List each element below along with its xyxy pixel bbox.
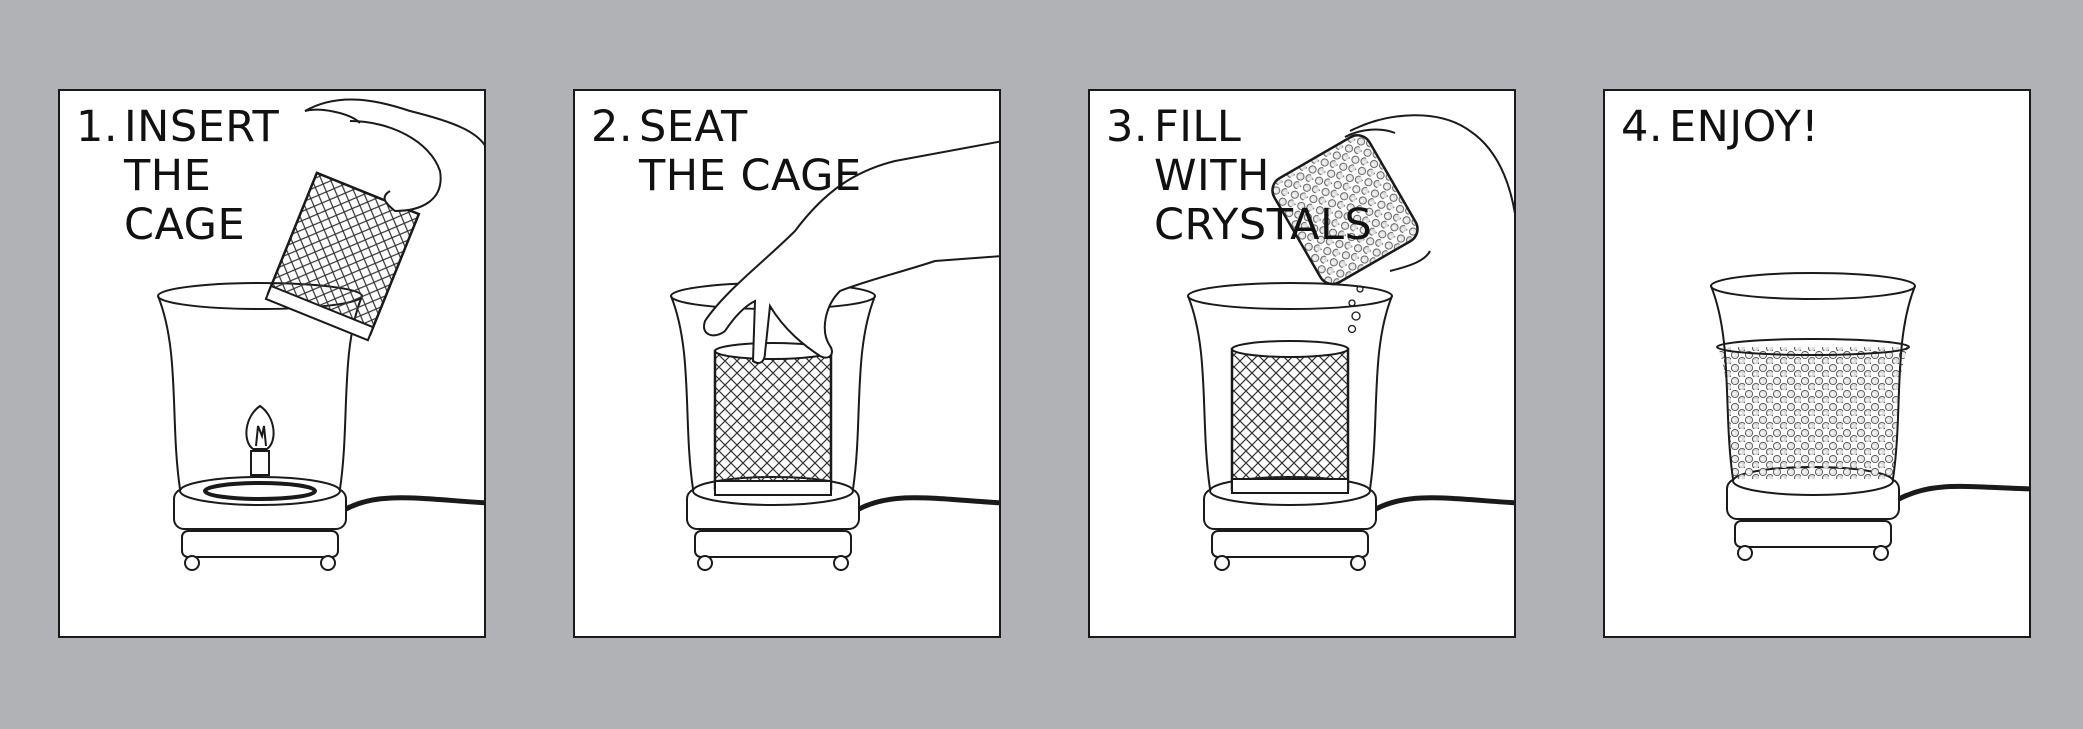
step-text-line: WITH (1154, 151, 1270, 201)
light-bulb-icon (245, 404, 275, 476)
step-text-line: FILL (1154, 102, 1242, 152)
step-2-panel: 2. SEAT THE CAGE (573, 89, 1001, 638)
hand-icon (304, 98, 484, 213)
step-3-panel: 3. FILL WITH CRYSTALS (1088, 89, 1516, 638)
crystal-fill (1718, 347, 1908, 479)
step-text-line: SEAT (639, 102, 748, 152)
step-4-panel: 4. ENJOY! (1603, 89, 2031, 638)
hand-icon (1344, 114, 1514, 272)
glass-vase (1710, 272, 1916, 480)
falling-crystals (1347, 285, 1364, 334)
mesh-cage (264, 171, 421, 342)
step-2-label: 2. SEAT THE CAGE (591, 103, 862, 201)
step-4-label: 4. ENJOY! (1621, 103, 1819, 152)
glass-vase (1187, 282, 1393, 490)
crystal-jar (1271, 134, 1419, 286)
step-number: 1. (76, 102, 119, 152)
step-text-line: CRYSTALS (1154, 200, 1373, 250)
lamp-base (1726, 466, 2029, 561)
lamp-base (173, 476, 484, 571)
step-3-label: 3. FILL WITH CRYSTALS (1106, 103, 1372, 250)
step-text-line: THE CAGE (639, 151, 862, 201)
step-text-line: CAGE (124, 200, 246, 250)
mesh-cage (713, 342, 833, 496)
step-number: 4. (1621, 102, 1664, 152)
step-text-line: INSERT (124, 102, 280, 152)
step-text-line: ENJOY! (1669, 102, 1820, 152)
mesh-cage (1230, 340, 1350, 494)
step-1-panel: 1. INSERT THE CAGE (58, 89, 486, 638)
step-text-line: THE (124, 151, 212, 201)
step-number: 2. (591, 102, 634, 152)
step-1-label: 1. INSERT THE CAGE (76, 103, 279, 250)
step-number: 3. (1106, 102, 1149, 152)
hand-icon (703, 140, 999, 364)
